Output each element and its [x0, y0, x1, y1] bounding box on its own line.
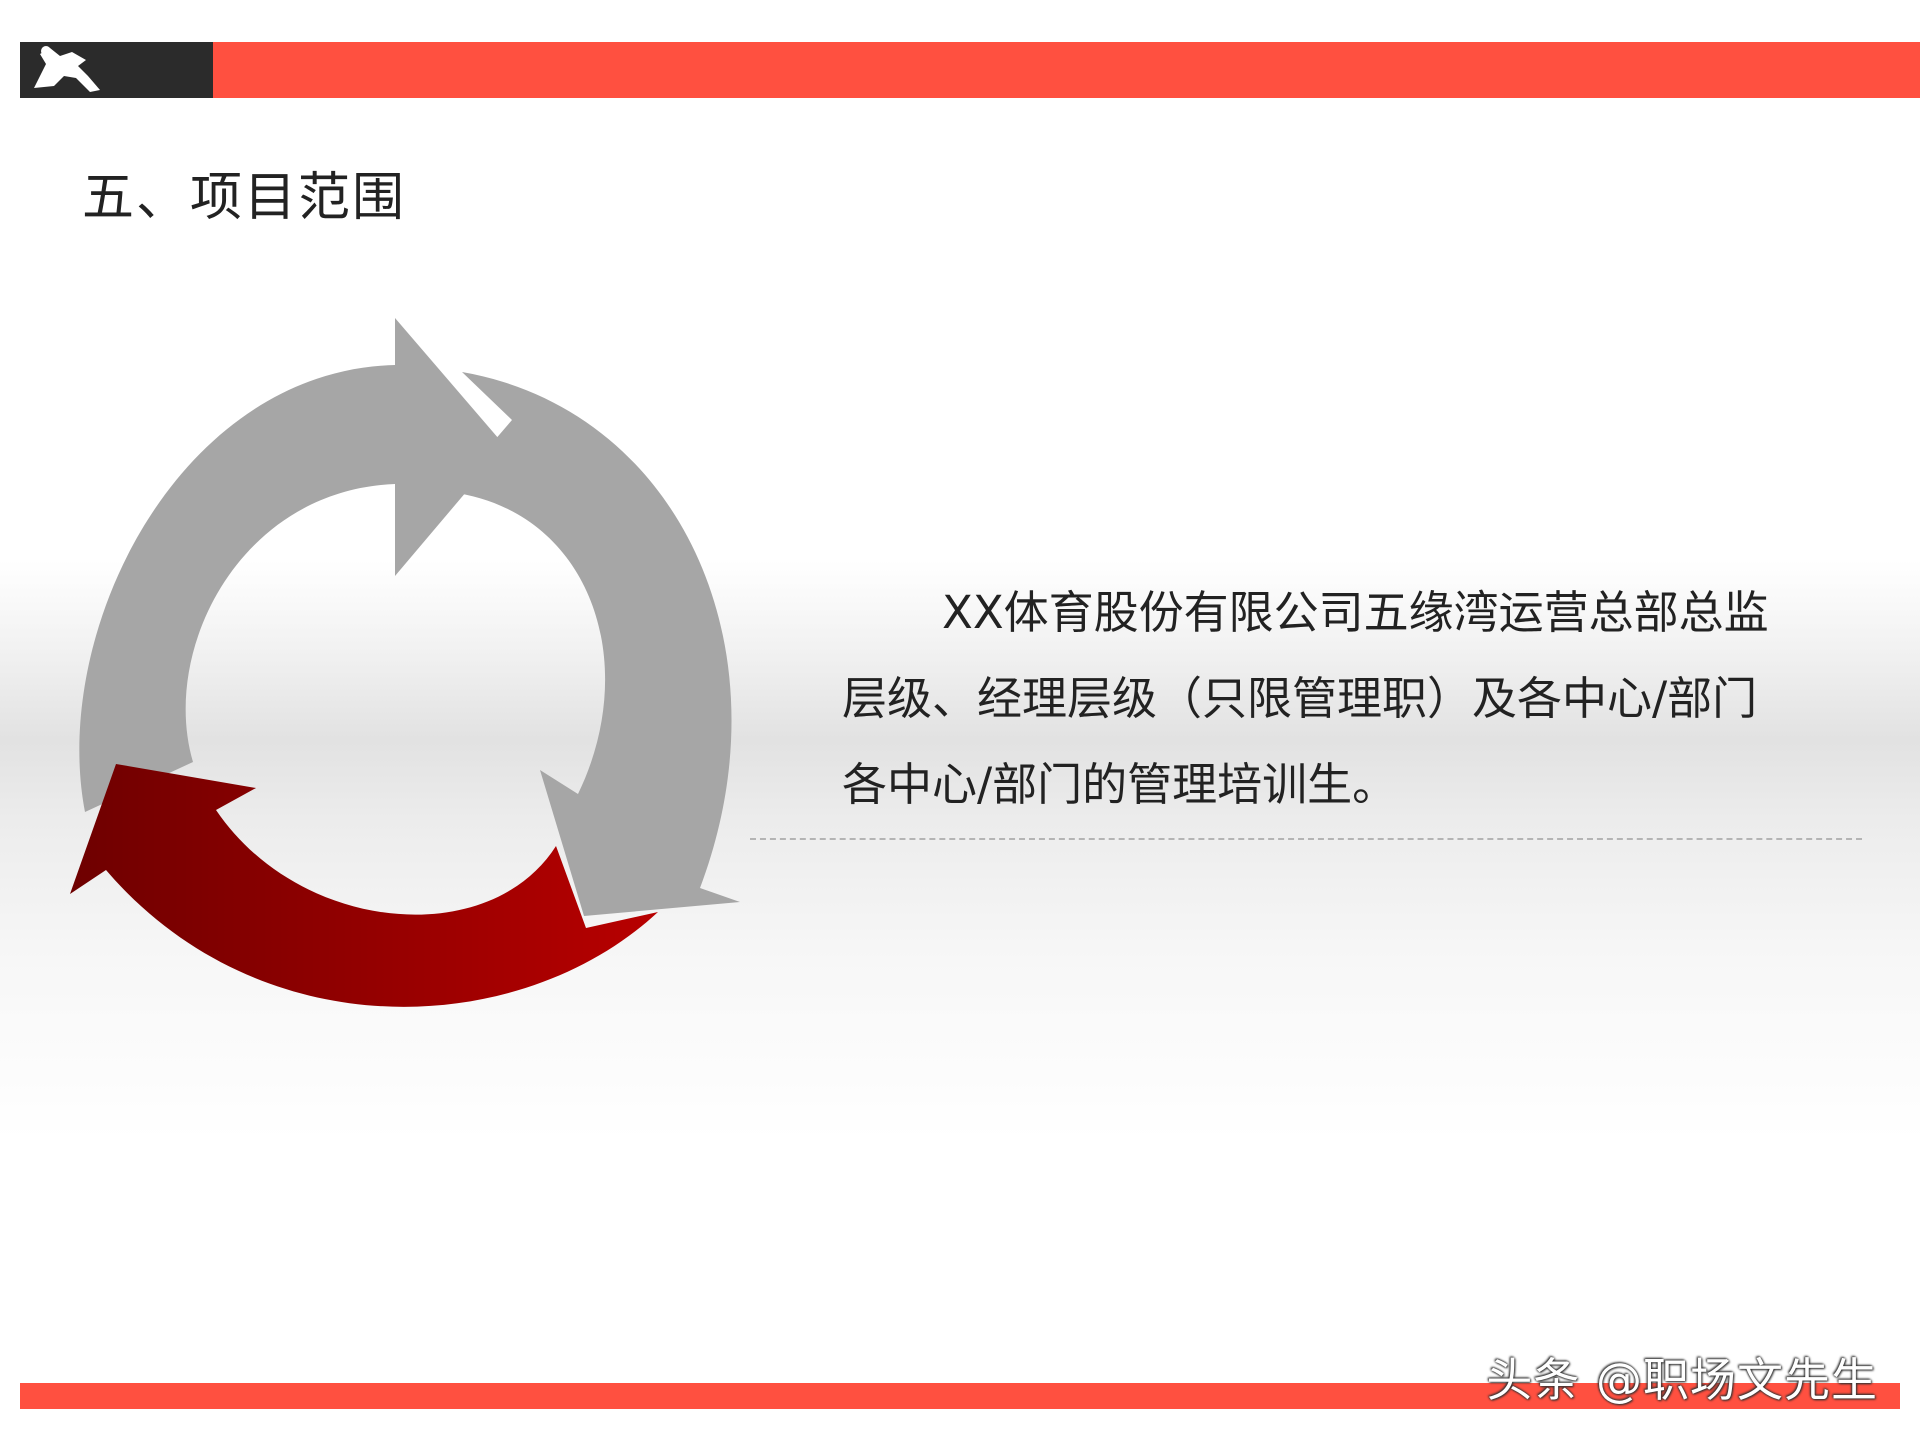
footer-band	[20, 1383, 1900, 1409]
header-accent-bar	[213, 42, 1920, 98]
cycle-diagram	[70, 318, 740, 1007]
header-band	[20, 42, 1920, 98]
cycle-arrow-bottom	[70, 764, 658, 1007]
athlete-silhouette-icon	[34, 46, 100, 92]
cycle-arrow-right	[450, 372, 740, 916]
scope-description: XX体育股份有限公司五缘湾运营总部总监层级、经理层级（只限管理职）及各中心/部门…	[842, 586, 1769, 811]
cycle-arrow-top-left	[79, 318, 505, 812]
watermark: 头条 @职场文先生	[1486, 1353, 1878, 1407]
dashed-divider	[750, 838, 1862, 840]
slide-title: 五、项目范围	[82, 168, 407, 228]
logo	[20, 42, 213, 98]
